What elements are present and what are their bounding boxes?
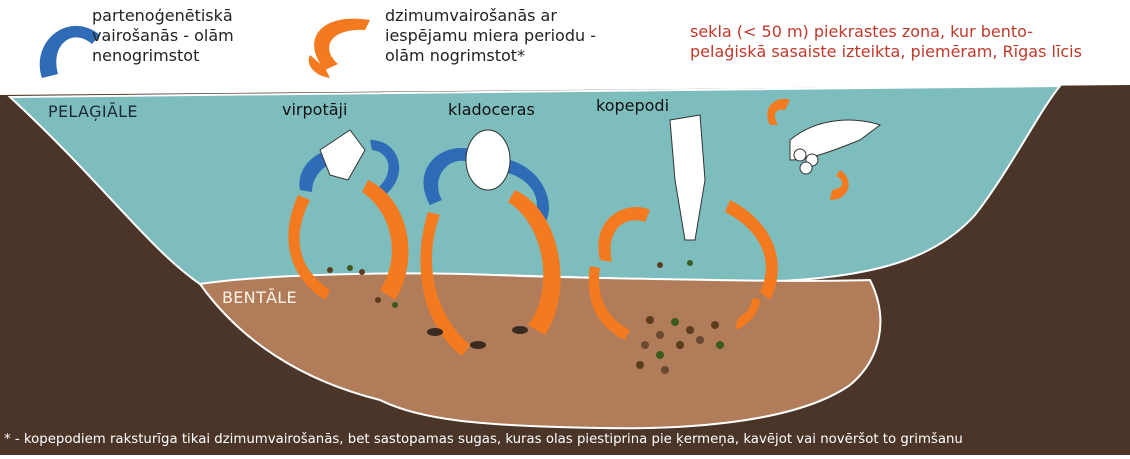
shallow-zone-text: sekla (< 50 m) piekrastes zona, kur bent… (690, 22, 1082, 62)
cladoceran-icon (466, 130, 510, 190)
rotifers-label: virpotāji (282, 100, 347, 119)
legend-blue-arrow-icon (40, 26, 100, 78)
legend-parthenogenetic-text: partenoģenētiskā vairošanās - olām nenog… (92, 6, 234, 66)
cladocerans-label: kladoceras (448, 100, 535, 119)
legend-orange-arrow-icon (309, 19, 370, 78)
benthic-zone-label: BENTĀLE (222, 288, 297, 307)
footnote-text: * - kopepodiem raksturīga tikai dzimumva… (4, 432, 1130, 447)
pelagic-zone-label: PELAĢIĀLE (48, 102, 138, 121)
copepods-label: kopepodi (596, 96, 669, 115)
legend-sexual-text: dzimumvairošanās ar iespējamu miera peri… (385, 6, 596, 66)
